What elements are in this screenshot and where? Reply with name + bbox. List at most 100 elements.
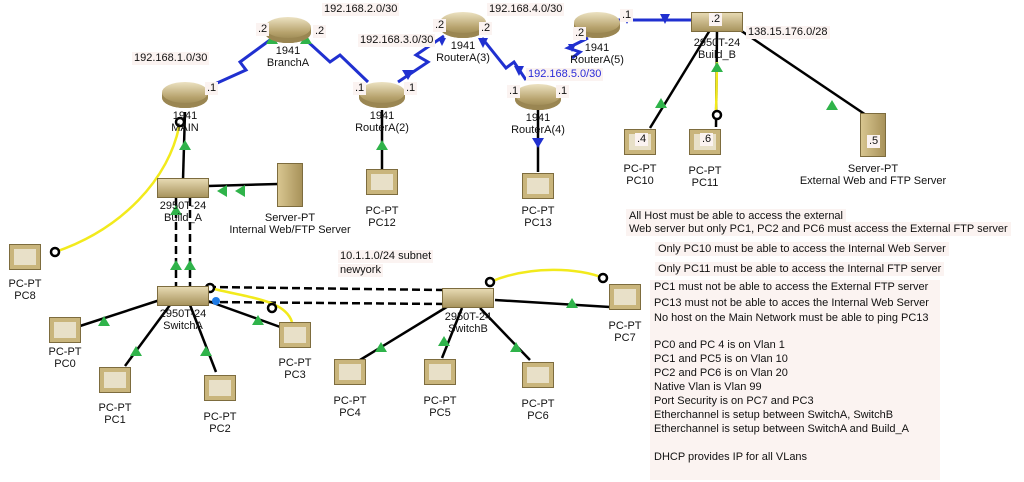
link-switchb-pc4 xyxy=(359,303,451,362)
interface-label: .2 xyxy=(709,13,723,26)
note-line: Web server but only PC1, PC2 and PC6 mus… xyxy=(626,222,1011,236)
router-brancha[interactable] xyxy=(265,17,311,43)
switch-switcha[interactable] xyxy=(157,286,209,306)
pc-pc2[interactable] xyxy=(204,375,236,401)
interface-label: .6 xyxy=(700,133,714,146)
switch-switchb[interactable] xyxy=(442,288,494,308)
network-label: 192.168.4.0/30 xyxy=(487,3,565,16)
note-line: All Host must be able to access the exte… xyxy=(626,209,846,223)
interface-label: .4 xyxy=(635,133,649,146)
server-internal[interactable] xyxy=(277,163,303,207)
link-switcha-pc0 xyxy=(79,298,161,328)
pc-pc0[interactable] xyxy=(49,317,81,343)
network-label: 138.15.176.0/28 xyxy=(746,26,830,39)
interface-label: .2 xyxy=(479,22,493,35)
pc-pc13[interactable] xyxy=(522,173,554,199)
note-line: Etherchannel is setup between SwitchA an… xyxy=(651,422,912,436)
lan-name-label: newyork xyxy=(338,264,383,277)
interface-label: .1 xyxy=(507,85,521,98)
interface-label: .5 xyxy=(867,135,881,148)
switch-builda[interactable] xyxy=(157,178,209,198)
pc-pc6[interactable] xyxy=(522,362,554,388)
link-switcha-pc2 xyxy=(188,304,218,373)
pc-pc7[interactable] xyxy=(609,284,641,310)
router-routera3[interactable] xyxy=(440,12,486,38)
link-switchb-pc6 xyxy=(479,307,531,361)
interface-label: .1 xyxy=(620,9,634,22)
etherchannel-switcha-switchb-1 xyxy=(207,285,445,292)
interface-label: .2 xyxy=(433,19,447,32)
pc-pc1[interactable] xyxy=(99,367,131,393)
network-label: 192.168.3.0/30 xyxy=(358,34,436,47)
network-label: 192.168.2.0/30 xyxy=(322,3,400,16)
link-switcha-pc3 xyxy=(204,298,284,330)
serial-link-brancha-routera2 xyxy=(304,38,370,84)
serial-link-main-brancha xyxy=(205,38,271,90)
note-line: Only PC11 must be able to access the Int… xyxy=(655,262,945,276)
link-switchb-pc7 xyxy=(494,298,611,309)
note-line: PC1 and PC5 is on Vlan 10 xyxy=(651,352,791,366)
pc-pc4[interactable] xyxy=(334,359,366,385)
interface-label: .1 xyxy=(556,85,570,98)
interface-label: .1 xyxy=(353,82,367,95)
link-switchb-pc5 xyxy=(440,307,464,359)
serial-link-routera4-routera5 xyxy=(564,36,589,60)
pc-pc5[interactable] xyxy=(424,359,456,385)
pc-pc8[interactable] xyxy=(9,244,41,270)
note-line: Native Vlan is Vlan 99 xyxy=(651,380,765,394)
lan-subnet-label: 10.1.1.0/24 subnet xyxy=(338,250,434,263)
network-label: 192.168.5.0/30 xyxy=(526,68,604,81)
note-line: No host on the Main Network must be able… xyxy=(651,311,932,325)
router-routera2[interactable] xyxy=(359,82,405,108)
interface-label: .2 xyxy=(256,23,270,36)
link-buildb-ext-server xyxy=(739,28,867,117)
note-line: PC0 and PC 4 is on Vlan 1 xyxy=(651,338,788,352)
console-pc8-main xyxy=(54,121,182,254)
note-line: PC13 must not be able to acces the Inter… xyxy=(651,296,932,310)
pc-pc12[interactable] xyxy=(366,169,398,195)
network-label: 192.168.1.0/30 xyxy=(132,52,210,65)
link-buildb-pc10 xyxy=(648,29,712,129)
note-line: Etherchannel is setup between SwitchA, S… xyxy=(651,408,897,422)
console-switchb-pc7 xyxy=(489,268,604,284)
note-line: DHCP provides IP for all VLans xyxy=(651,450,811,464)
interface-label: .2 xyxy=(313,25,327,38)
note-line: Only PC10 must be able to access the Int… xyxy=(655,242,949,256)
note-line: Port Security is on PC7 and PC3 xyxy=(651,394,817,408)
note-line: PC2 and PC6 is on Vlan 20 xyxy=(651,366,791,380)
etherchannel-switcha-switchb-2 xyxy=(207,300,445,306)
router-main[interactable] xyxy=(162,82,208,108)
console-switcha-pc3 xyxy=(209,286,294,323)
pc-pc3[interactable] xyxy=(279,322,311,348)
link-builda-internal-server xyxy=(207,182,279,188)
interface-label: .2 xyxy=(573,27,587,40)
interface-label: .1 xyxy=(404,82,418,95)
router-routera4[interactable] xyxy=(515,84,561,110)
server-external[interactable] xyxy=(860,113,886,157)
note-line: PC1 must not be able to access the Exter… xyxy=(651,280,932,294)
